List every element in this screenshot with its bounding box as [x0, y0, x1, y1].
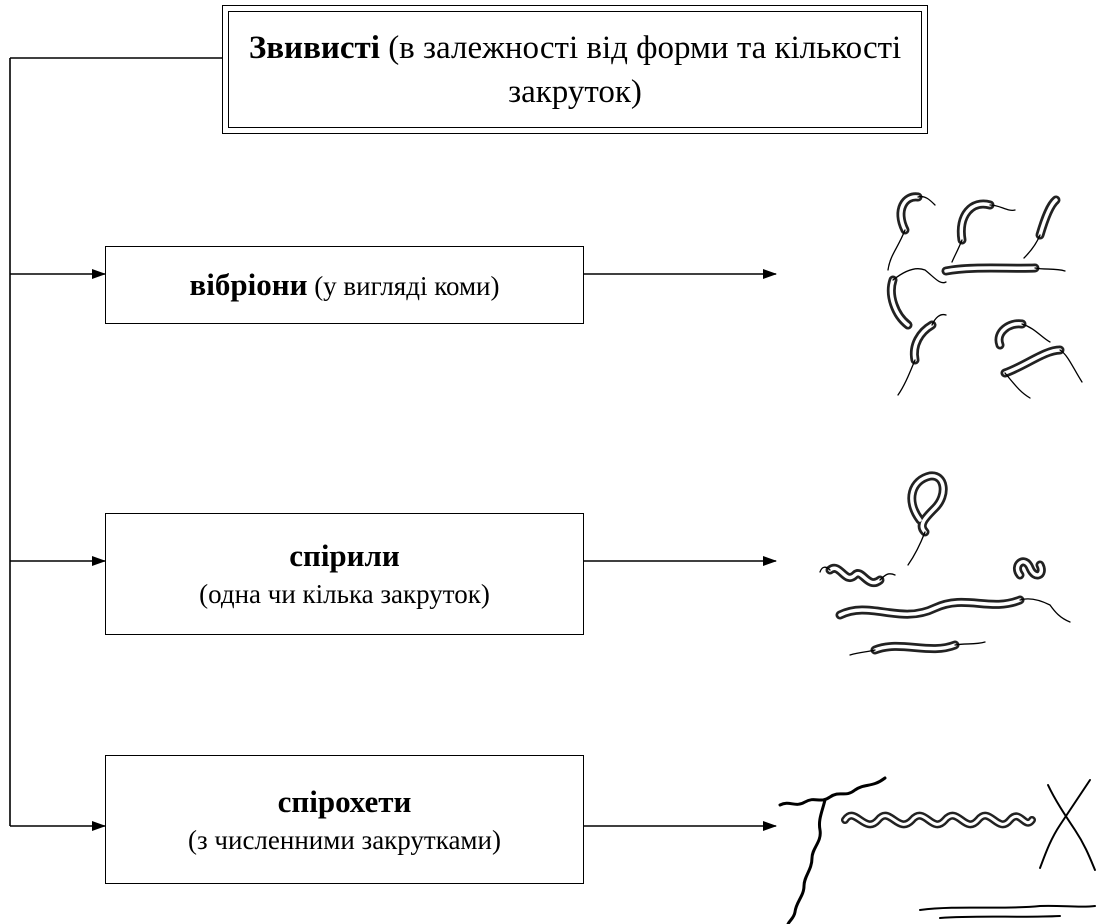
root-category-box: Звивисті (в залежності від форми та кіль…	[222, 5, 928, 134]
spirillum-name: спірили	[289, 538, 400, 573]
spirochete-name: спірохети	[277, 783, 412, 819]
vibrio-name: вібріони	[189, 266, 308, 302]
spirillum-box: спірили (одна чи кілька закруток)	[105, 513, 584, 635]
vibrio-desc: (у вигляді коми)	[307, 270, 500, 301]
spirochete-illustration	[778, 776, 1096, 924]
spirochete-box: спірохети (з численними закрутками)	[105, 755, 584, 884]
bracket-connector	[9, 57, 222, 826]
vibrio-illustration	[886, 192, 1083, 399]
vibrio-label: вібріони (у вигляді коми)	[190, 265, 500, 306]
root-title-rest: (в залежності від форми та кількості зак…	[379, 29, 902, 110]
vibrio-box: вібріони (у вигляді коми)	[105, 246, 584, 324]
spirochete-desc: (з численними закрутками)	[188, 824, 501, 855]
spirillum-illustration	[819, 471, 1071, 656]
spirillum-desc: (одна чи кілька закруток)	[199, 579, 490, 609]
root-category-title: Звивисті (в залежності від форми та кіль…	[223, 26, 927, 114]
root-title-bold: Звивисті	[248, 29, 380, 66]
